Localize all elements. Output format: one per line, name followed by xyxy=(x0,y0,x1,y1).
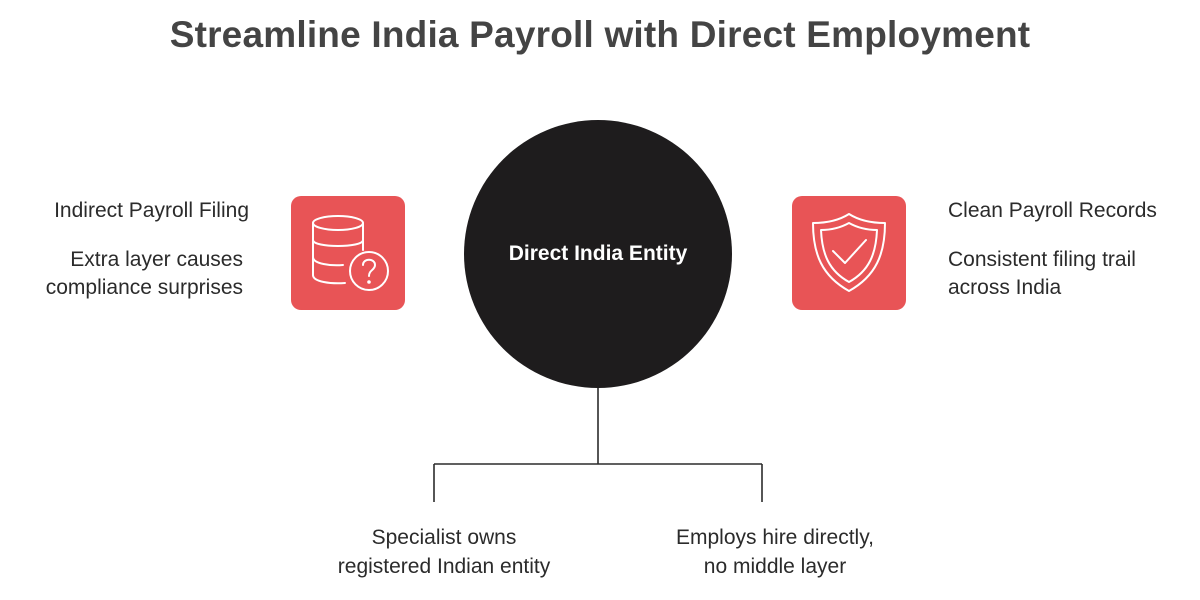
right-description-line: Consistent filing trail xyxy=(948,248,1136,271)
branch-right-line: Employs hire directly, xyxy=(675,526,874,549)
left-description-line: compliance surprises xyxy=(45,276,243,299)
database-question-icon xyxy=(312,215,389,291)
left-icon-box xyxy=(291,196,405,310)
branch-left-line: Specialist owns xyxy=(371,526,517,549)
left-description-line: Extra layer causes xyxy=(70,248,243,271)
right-description: Consistent filing trail across India xyxy=(948,246,1136,302)
left-description: Extra layer causes compliance surprises xyxy=(46,246,243,302)
page-title: Streamline India Payroll with Direct Emp… xyxy=(169,14,1031,55)
center-node-label: Direct India Entity xyxy=(508,242,688,265)
branch-right-text: Employs hire directly, no middle layer xyxy=(625,523,925,581)
right-description-line: across India xyxy=(948,276,1062,299)
branch-right-line: no middle layer xyxy=(703,555,847,578)
branch-left-line: registered Indian entity xyxy=(337,555,551,578)
center-node: Direct India Entity xyxy=(464,120,732,388)
shield-check-icon xyxy=(812,213,886,292)
right-title: Clean Payroll Records xyxy=(948,199,1157,222)
branch-left-text: Specialist owns registered Indian entity xyxy=(294,523,594,581)
right-icon-box xyxy=(792,196,906,310)
left-title: Indirect Payroll Filing xyxy=(54,199,249,222)
